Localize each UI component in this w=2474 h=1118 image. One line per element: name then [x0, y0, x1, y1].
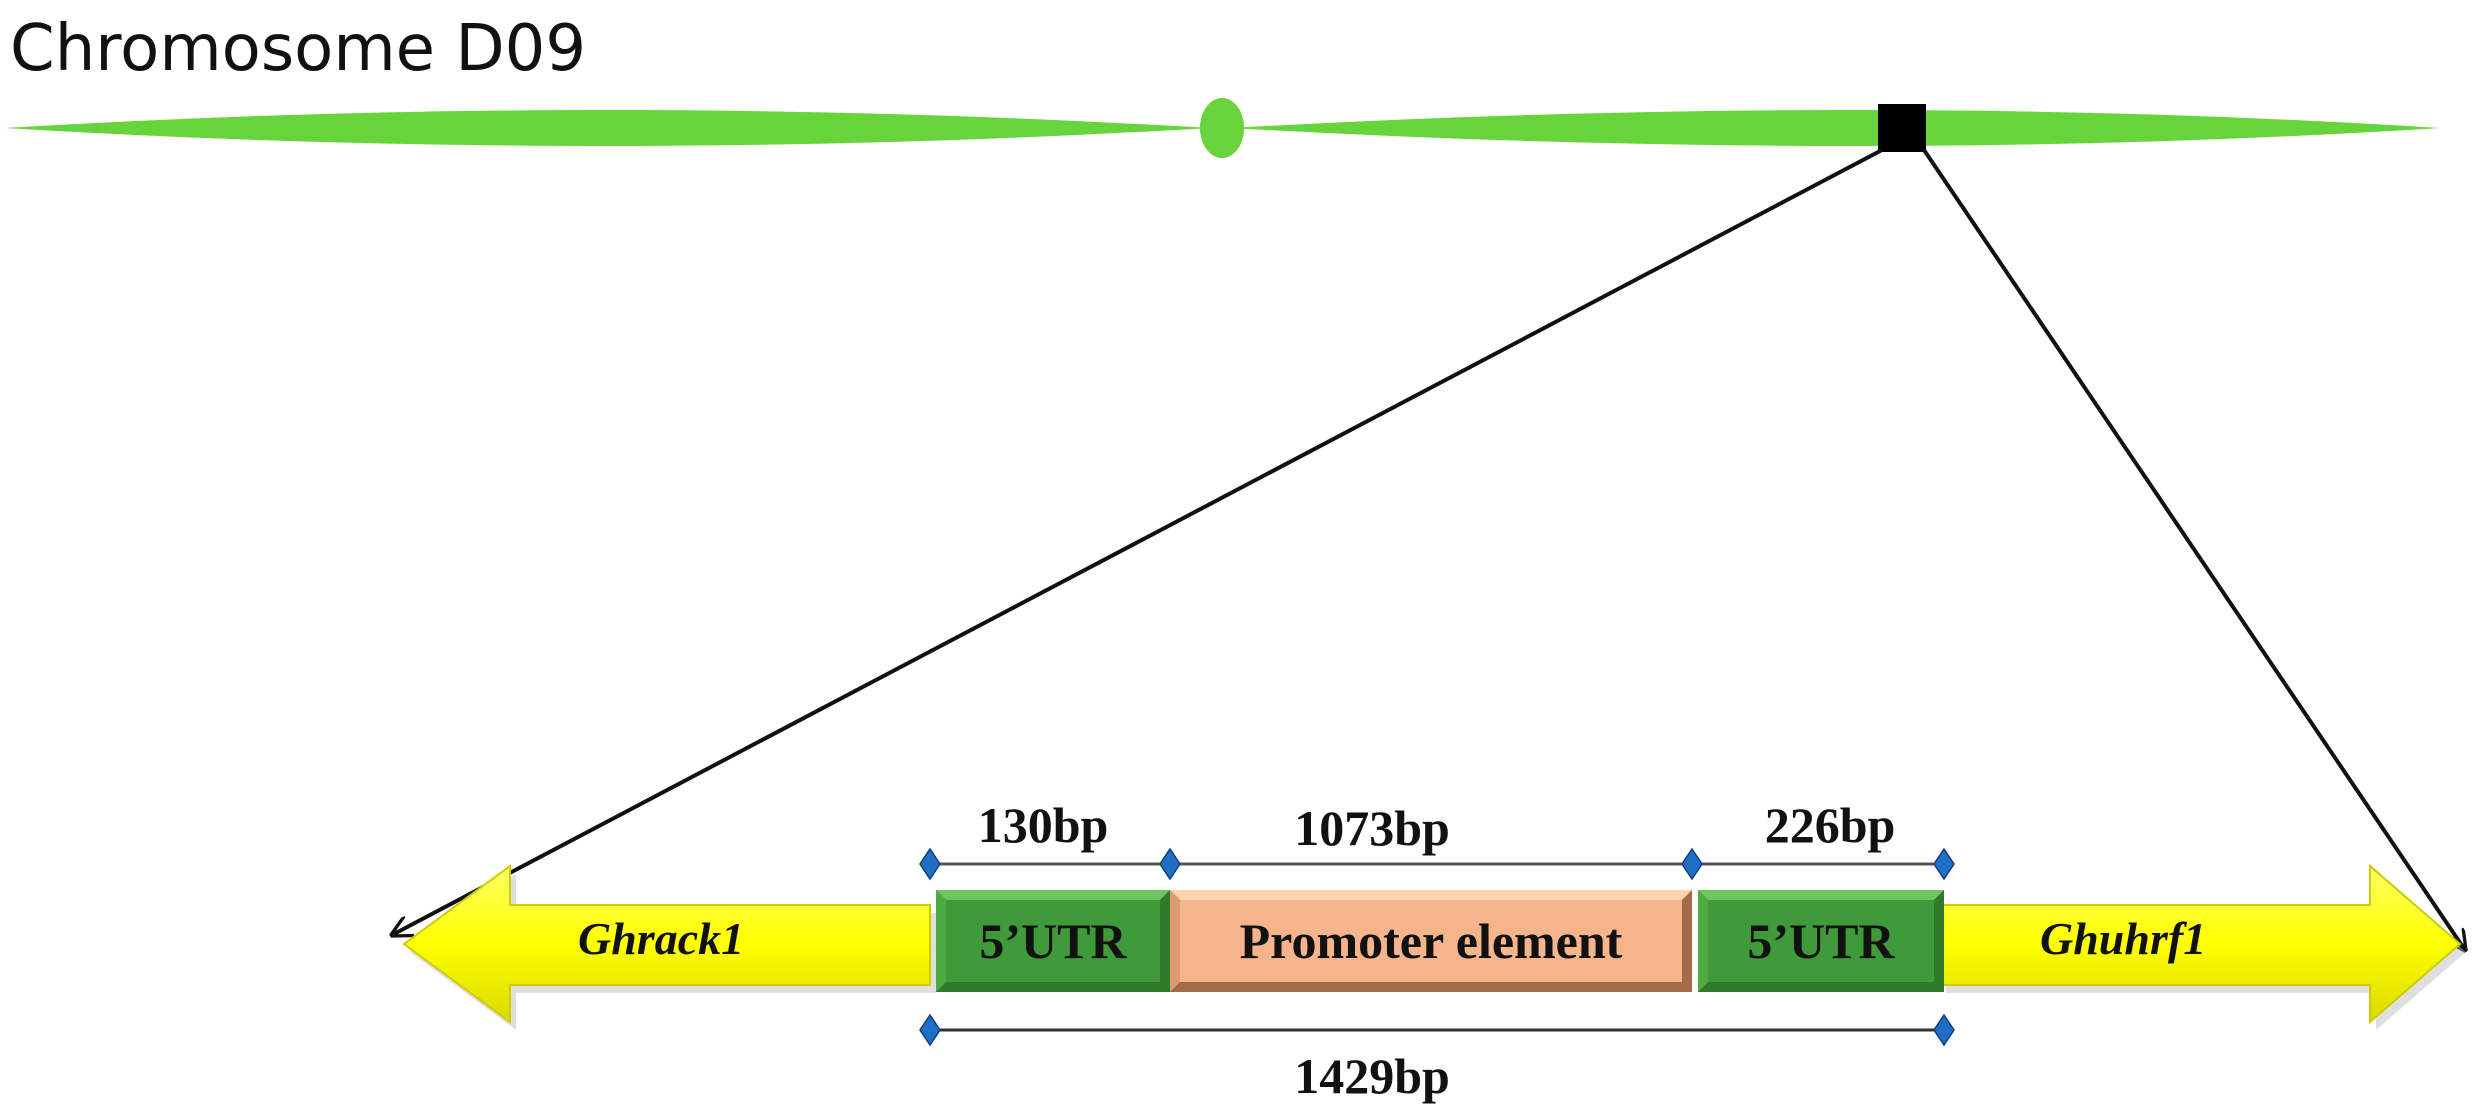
gene-arrow-left	[402, 864, 936, 1030]
chromosome-right-arm	[1230, 110, 2440, 146]
marker-diamond	[1933, 847, 1955, 881]
marker-diamond	[919, 847, 941, 881]
length-label-segment-2: 1073bp	[1294, 800, 1450, 856]
utr-label-2: 5’UTR	[1747, 913, 1895, 969]
gene-label-right: Ghuhrf1	[2040, 913, 2206, 964]
marker-diamond	[919, 1013, 941, 1047]
marker-diamond	[1159, 847, 1181, 881]
chromosome-title: Chromosome D09	[10, 12, 586, 86]
marker-diamond	[1933, 1013, 1955, 1047]
region-marker	[1878, 104, 1926, 152]
centromere	[1200, 98, 1244, 158]
utr-label-1: 5’UTR	[979, 913, 1127, 969]
chromosome	[5, 98, 2440, 158]
zoom-line-left	[392, 148, 1883, 935]
length-label-segment-3: 226bp	[1765, 797, 1896, 853]
promoter-label: Promoter element	[1240, 913, 1623, 969]
utr-box-1	[936, 890, 1170, 992]
gene-arrow-right	[1939, 863, 2466, 1030]
length-label-segment-1: 130bp	[978, 797, 1109, 853]
zoom-line-right	[1922, 148, 2465, 950]
promoter-box	[1170, 890, 1692, 992]
gene-label-left: Ghrack1	[578, 913, 744, 964]
length-label-total: 1429bp	[1294, 1048, 1450, 1104]
marker-diamond	[1681, 847, 1703, 881]
chromosome-left-arm	[5, 110, 1210, 146]
utr-box-2	[1698, 890, 1944, 992]
